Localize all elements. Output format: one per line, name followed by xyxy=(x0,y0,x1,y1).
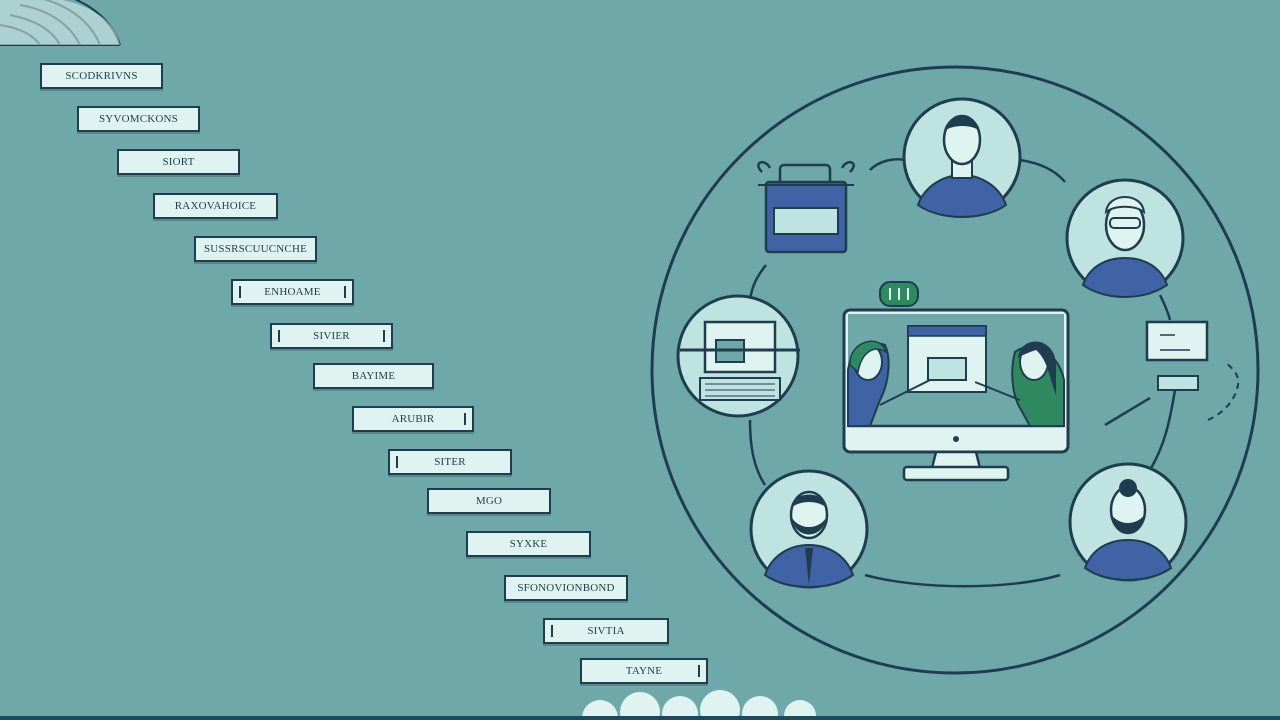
step-tick xyxy=(396,456,398,468)
step-label: SUSSRSCUUCNCHE xyxy=(203,243,308,255)
step-tick xyxy=(551,625,553,637)
step-12[interactable]: SYXKE xyxy=(466,531,591,557)
step-label: BAYIME xyxy=(351,370,396,382)
step-label: SFONOVIONBOND xyxy=(517,582,615,594)
step-label: SITER xyxy=(434,456,466,468)
step-label: ENHOAME xyxy=(264,286,321,298)
computer-monitor-icon[interactable] xyxy=(842,308,1070,482)
person-avatar-icon[interactable] xyxy=(1068,462,1188,582)
step-tick xyxy=(344,286,346,298)
step-label: SCODKRIVNS xyxy=(65,70,138,82)
step-4[interactable]: RAXOVAHOICE xyxy=(153,193,278,219)
step-tick xyxy=(239,286,241,298)
step-tick xyxy=(383,330,385,342)
cloud-decoration xyxy=(582,690,816,720)
briefcase-icon[interactable] xyxy=(757,160,855,254)
step-5[interactable]: SUSSRSCUUCNCHE xyxy=(194,236,317,262)
network-circle xyxy=(650,65,1260,675)
step-8[interactable]: BAYIME xyxy=(313,363,434,389)
step-label: ARUBIR xyxy=(391,413,435,425)
step-2[interactable]: SYVOMCKONS xyxy=(77,106,200,132)
step-label: MGO xyxy=(475,495,503,507)
step-3[interactable]: SIORT xyxy=(117,149,240,175)
step-13[interactable]: SFONOVIONBOND xyxy=(504,575,628,601)
step-7[interactable]: SIVIER xyxy=(270,323,393,349)
step-9[interactable]: ARUBIR xyxy=(352,406,474,432)
step-10[interactable]: SITER xyxy=(388,449,512,475)
step-1[interactable]: SCODKRIVNS xyxy=(40,63,163,89)
person-avatar-icon[interactable] xyxy=(749,469,869,589)
step-label: TAYNE xyxy=(625,665,663,677)
step-15[interactable]: TAYNE xyxy=(580,658,708,684)
step-label: SYVOMCKONS xyxy=(98,113,179,125)
step-11[interactable]: MGO xyxy=(427,488,551,514)
step-label: SIORT xyxy=(162,156,195,168)
camera-badge-icon xyxy=(879,281,919,307)
arc-fill xyxy=(0,0,120,45)
step-6[interactable]: ENHOAME xyxy=(231,279,354,305)
step-tick xyxy=(464,413,466,425)
step-label: SYXKE xyxy=(509,538,548,550)
ground-line xyxy=(0,716,1280,720)
step-label: SIVIER xyxy=(313,330,350,342)
step-label: RAXOVAHOICE xyxy=(174,200,257,212)
desktop-icon[interactable] xyxy=(1145,320,1240,421)
laptop-icon[interactable] xyxy=(676,294,800,418)
step-14[interactable]: SIVTIA xyxy=(543,618,669,644)
step-tick xyxy=(278,330,280,342)
step-tick xyxy=(698,665,700,677)
connection-lines xyxy=(748,158,1177,588)
person-avatar-icon[interactable] xyxy=(1065,178,1185,299)
step-label: SIVTIA xyxy=(587,625,625,637)
person-avatar-icon[interactable] xyxy=(902,97,1022,219)
